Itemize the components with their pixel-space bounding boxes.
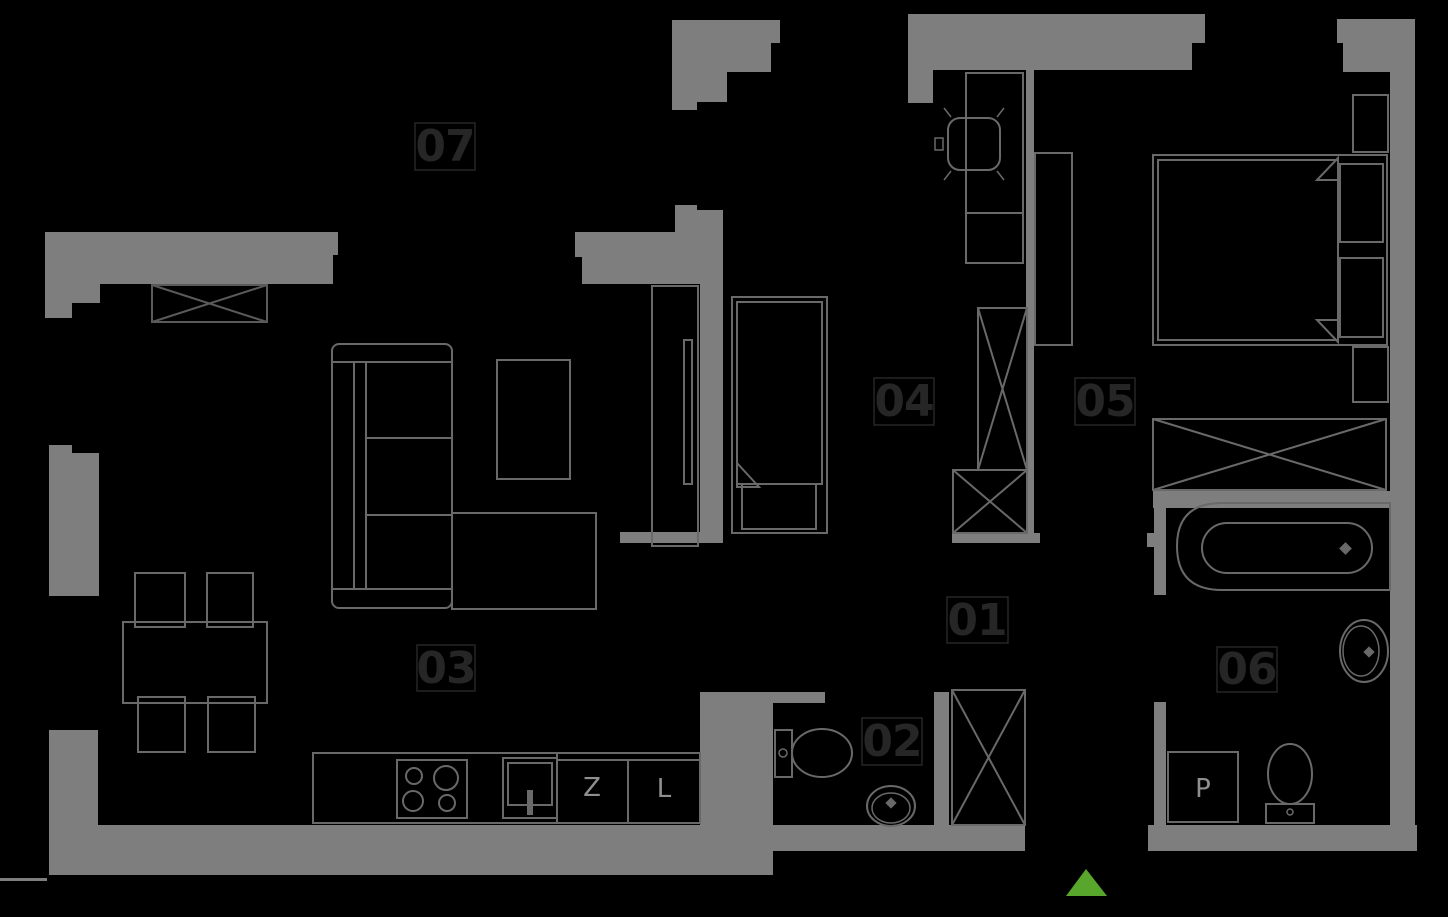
wall-bottom-right	[1148, 825, 1417, 851]
room-label-07: 07	[414, 121, 476, 172]
bedroom-furniture	[1034, 94, 1389, 491]
nightstand-icon	[1352, 94, 1389, 153]
wall-wc-top	[700, 692, 825, 703]
cooktop-icon	[396, 759, 468, 819]
svg-text:04: 04	[874, 376, 933, 427]
dining-chair	[206, 572, 254, 628]
wall-corridor-divider	[1026, 70, 1034, 533]
wall-bottom-middle	[773, 825, 1025, 851]
wall-top-center-and-room-divider	[575, 205, 723, 543]
room-label-03: 03	[416, 643, 477, 694]
bedroom-wardrobe-icon	[1152, 418, 1387, 491]
washbasin-icon	[866, 785, 916, 827]
walls	[0, 14, 1417, 881]
wall-right-side	[1337, 19, 1415, 851]
room-label-04: 04	[873, 376, 935, 427]
wall-bathroom-tab	[1147, 533, 1155, 547]
entrance-arrow-icon	[1066, 869, 1107, 896]
dining-set-icon	[122, 572, 268, 753]
wall-left-lower-and-bottom	[49, 730, 773, 875]
bathroom-furniture: P	[1167, 502, 1391, 824]
room-label-02: 02	[861, 716, 923, 767]
wall-neighbor-line	[0, 878, 47, 881]
single-bed-icon	[731, 296, 828, 534]
svg-text:01: 01	[947, 595, 1006, 646]
room-label-01: 01	[946, 595, 1009, 646]
svg-text:07: 07	[415, 121, 474, 172]
washing-machine-icon: P	[1167, 751, 1239, 823]
wall-hall-stub	[952, 533, 1040, 543]
wall-bathroom-left-upper	[1154, 492, 1166, 595]
bathroom-sink-icon	[1339, 619, 1389, 683]
washing-machine-letter: P	[1195, 774, 1211, 804]
wall-bedroom-bathroom-divider	[1153, 491, 1392, 508]
room-label-05: 05	[1074, 376, 1136, 427]
tv-cabinet-icon	[651, 285, 699, 547]
svg-text:02: 02	[862, 716, 921, 767]
wall-kitchen-wc-block	[700, 693, 773, 825]
toilet-icon	[774, 728, 853, 778]
wc-furniture	[774, 689, 1026, 827]
svg-text:05: 05	[1075, 376, 1134, 427]
kitchen-furniture: Z L	[312, 752, 701, 824]
corner-sofa-icon	[331, 343, 597, 610]
wall-top-left-band	[45, 232, 338, 318]
dining-chair	[134, 572, 186, 628]
bathroom-toilet-icon	[1265, 743, 1315, 824]
wall-wc-right	[934, 692, 949, 825]
sink-icon	[502, 757, 558, 819]
desk-icon	[965, 72, 1024, 264]
svg-text:03: 03	[416, 643, 475, 694]
nightstand-icon	[1352, 346, 1389, 403]
wardrobe-icon	[952, 307, 1028, 534]
double-bed-icon	[1152, 154, 1388, 346]
room-label-06: 06	[1216, 644, 1278, 695]
room-labels: 07 04 05 01 03 02 06	[414, 121, 1278, 767]
radiator-icon	[151, 284, 268, 323]
hall-cabinet-icon	[951, 689, 1026, 826]
dining-table	[122, 621, 268, 704]
tall-cabinet-icon	[1034, 152, 1073, 346]
fridge-letter: L	[657, 774, 672, 804]
tv-icon	[683, 339, 693, 485]
svg-text:06: 06	[1217, 644, 1276, 695]
dining-chair	[137, 696, 186, 753]
wall-bathroom-left-lower	[1154, 702, 1166, 825]
desk-chair-icon	[934, 107, 1005, 181]
dining-chair	[207, 696, 256, 753]
wall-top-right-band	[908, 14, 1205, 103]
pillow	[1339, 163, 1384, 243]
dishwasher-letter: Z	[583, 773, 601, 803]
wall-top-balcony-pier	[672, 20, 780, 110]
living-room-furniture	[122, 284, 699, 753]
wall-left-middle-pier	[49, 445, 99, 596]
kitchen-counter	[312, 752, 701, 824]
pillow	[1339, 257, 1384, 338]
coffee-table-icon	[496, 359, 571, 480]
room-04-furniture	[731, 72, 1028, 534]
